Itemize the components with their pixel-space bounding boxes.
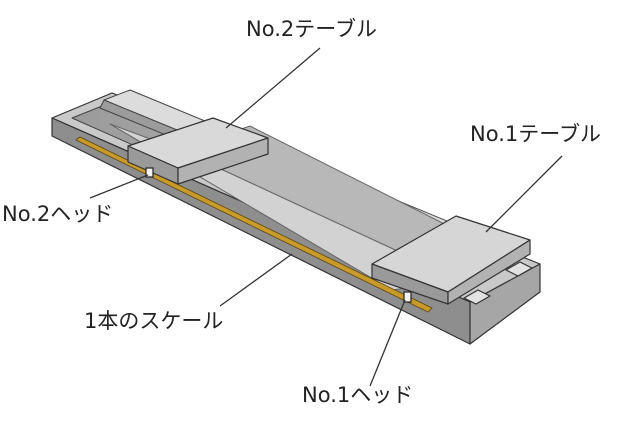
leader-head1 [369,299,406,387]
table-1 [371,215,533,305]
leader-table1 [485,155,563,233]
label-no1-table: No.1テーブル [470,122,601,146]
label-no2-head: No.2ヘッド [2,202,114,226]
table-2 [127,117,269,185]
head-1-marker [403,291,412,303]
label-no2-table: No.2テーブル [246,17,377,41]
leader-scale [219,253,293,307]
leader-table2 [225,47,321,129]
head-2-marker [145,167,154,178]
leader-head2 [89,174,149,199]
label-no1-head: No.1ヘッド [302,383,414,407]
leader-lines [89,47,563,387]
scale-strip [75,136,433,313]
label-scale: 1本のスケール [84,309,224,333]
